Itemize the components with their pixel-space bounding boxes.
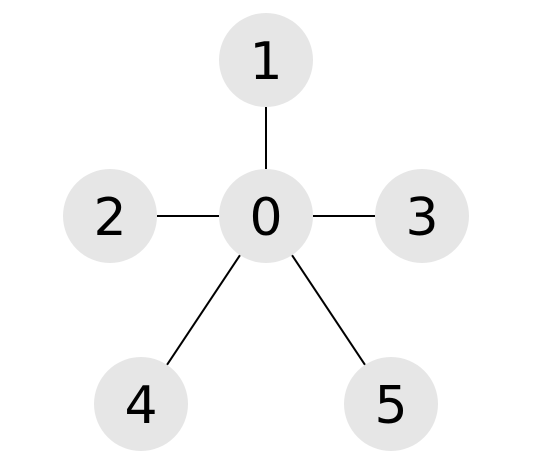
node-label-0: 0 xyxy=(249,188,282,248)
node-1: 1 xyxy=(219,13,313,107)
node-2: 2 xyxy=(63,169,157,263)
node-5: 5 xyxy=(344,357,438,451)
node-label-4: 4 xyxy=(124,376,157,436)
node-0: 0 xyxy=(219,169,313,263)
node-circle-1 xyxy=(219,13,313,107)
node-circle-5 xyxy=(344,357,438,451)
node-layer: 0 1 2 3 4 5 xyxy=(63,13,469,451)
node-3: 3 xyxy=(375,169,469,263)
node-circle-2 xyxy=(63,169,157,263)
edge-layer xyxy=(157,107,375,366)
node-label-5: 5 xyxy=(374,376,407,436)
node-4: 4 xyxy=(94,357,188,451)
node-label-1: 1 xyxy=(249,32,282,92)
node-circle-3 xyxy=(375,169,469,263)
node-label-3: 3 xyxy=(405,188,438,248)
edge-0-5 xyxy=(291,254,366,366)
edge-0-4 xyxy=(166,254,241,366)
node-label-2: 2 xyxy=(93,188,126,248)
node-circle-0 xyxy=(219,169,313,263)
node-circle-4 xyxy=(94,357,188,451)
